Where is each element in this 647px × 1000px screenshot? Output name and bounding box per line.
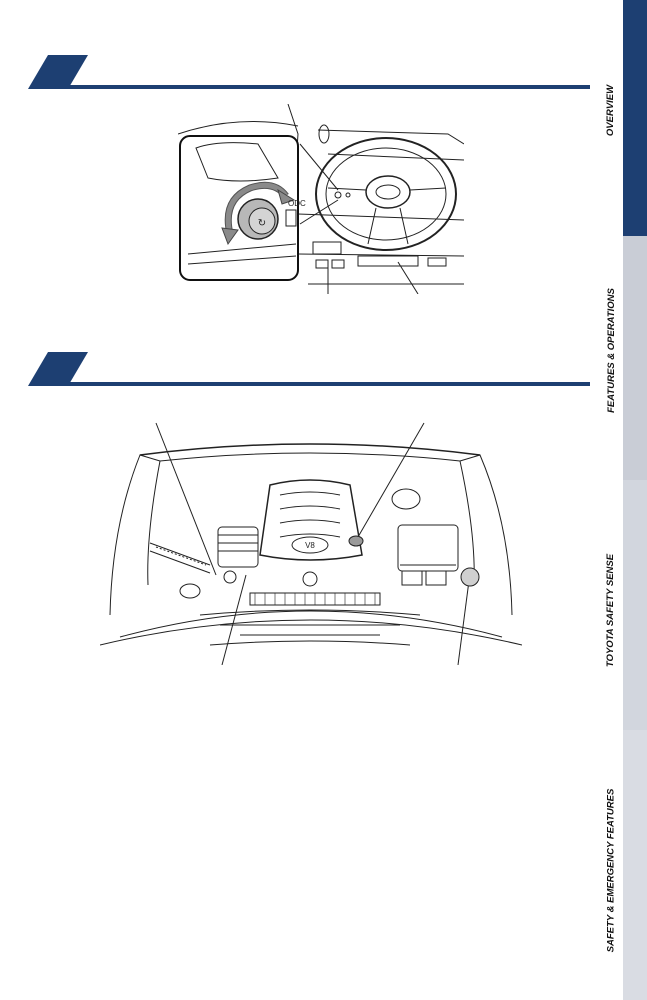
nav-label-text: FEATURES & OPERATIONS: [605, 287, 617, 413]
nav-label-overview[interactable]: OVERVIEW: [599, 60, 623, 160]
svg-text:↻: ↻: [258, 218, 266, 229]
nav-tab-toyota-safety-sense[interactable]: [623, 480, 647, 730]
side-nav: [623, 0, 647, 1000]
section-header-1: [28, 55, 590, 89]
section-rule: [62, 85, 590, 89]
section-tab-shape: [28, 352, 88, 386]
nav-label-toyota-safety-sense[interactable]: TOYOTA SAFETY SENSE: [599, 520, 623, 700]
nav-label-text: TOYOTA SAFETY SENSE: [605, 553, 617, 667]
engine-cover-label: V8: [305, 541, 315, 550]
section-rule: [62, 382, 590, 386]
section-tab-shape: [28, 55, 88, 89]
nav-tab-safety-emergency[interactable]: [623, 730, 647, 1000]
nav-label-features-operations[interactable]: FEATURES & OPERATIONS: [599, 250, 623, 450]
nav-label-text: SAFETY & EMERGENCY FEATURES: [605, 788, 617, 952]
nav-label-safety-emergency[interactable]: SAFETY & EMERGENCY FEATURES: [599, 760, 623, 980]
nav-tab-features-operations[interactable]: [623, 236, 647, 480]
dashboard-figure: ↻ ODC: [177, 103, 465, 295]
nav-label-text: OVERVIEW: [605, 84, 617, 136]
nav-tab-overview[interactable]: [623, 0, 647, 236]
odc-label: ODC: [288, 199, 306, 208]
engine-bay-figure: V8: [99, 415, 523, 666]
section-header-2: [28, 352, 590, 386]
